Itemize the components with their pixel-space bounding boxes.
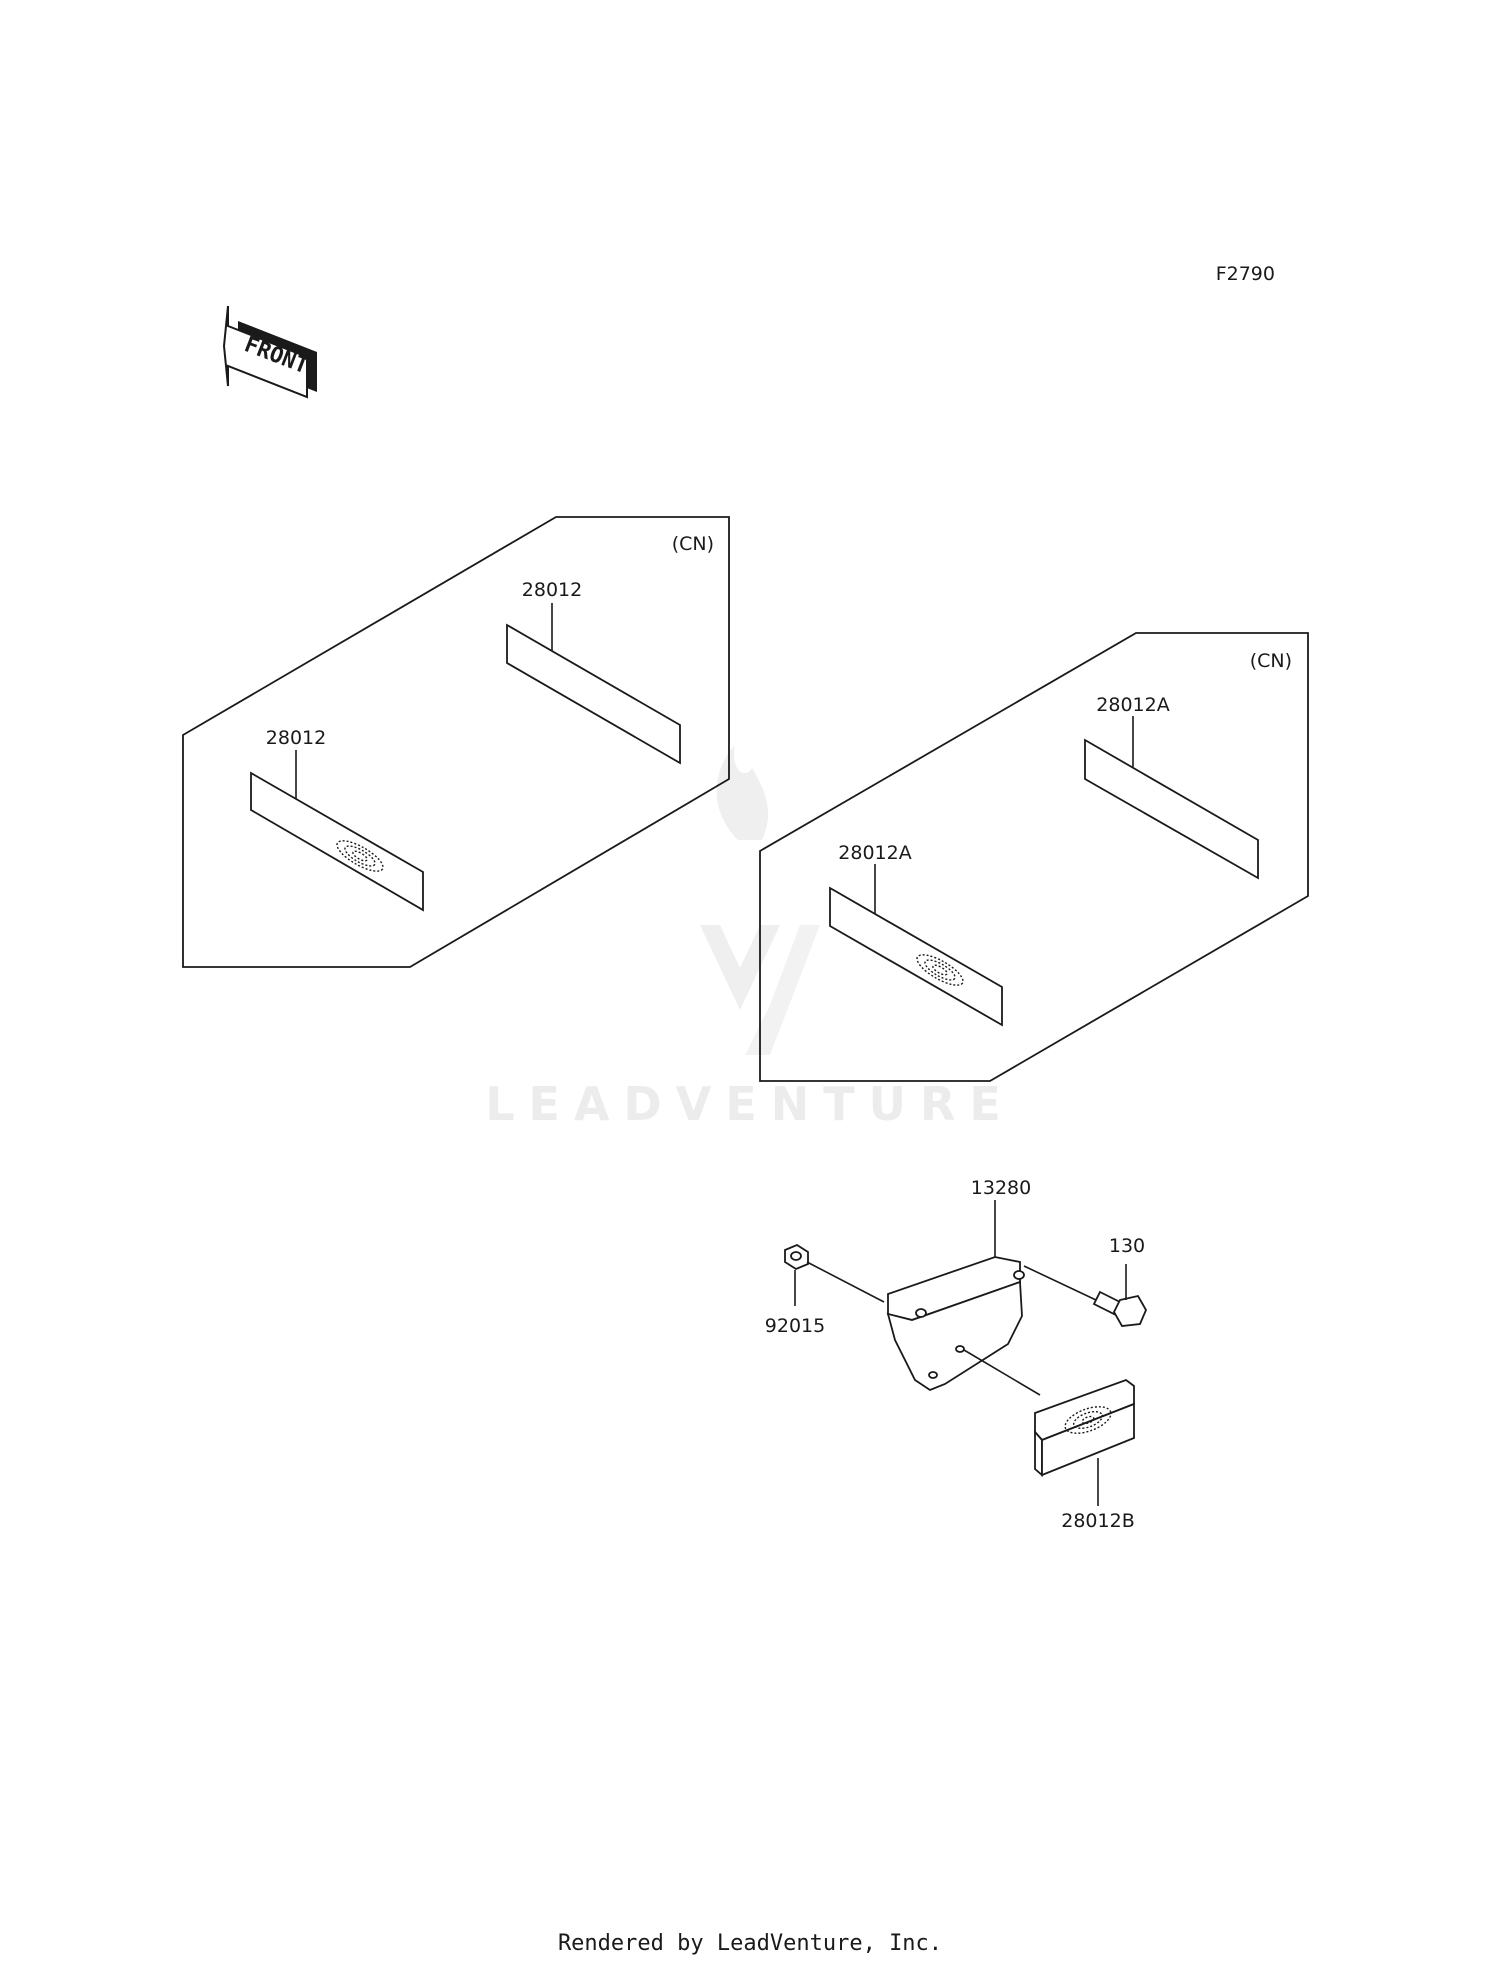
leadventure-watermark: LEADVENTURE <box>485 745 1015 1131</box>
part-label-92015: 92015 <box>765 1315 825 1337</box>
decal-group-2: (CN) 28012A 28012A <box>759 632 1309 1082</box>
part-label-28012-lower: 28012 <box>266 727 326 749</box>
group-2-outline <box>759 632 1309 1082</box>
decal-28012A-upper: 28012A <box>1084 694 1259 880</box>
bolt-130: 130 <box>1023 1235 1148 1327</box>
watermark-text: LEADVENTURE <box>485 1077 1015 1131</box>
decal-28012-upper: 28012 <box>506 579 681 765</box>
group-1-region-label: (CN) <box>672 533 714 555</box>
front-arrow-icon: FRONT <box>222 301 317 399</box>
group-2-region-label: (CN) <box>1250 650 1292 672</box>
part-label-28012-upper: 28012 <box>522 579 582 601</box>
part-label-28012A-upper: 28012A <box>1096 694 1169 716</box>
part-label-28012B: 28012B <box>1061 1510 1134 1532</box>
decal-group-1: (CN) 28012 28012 <box>182 516 730 968</box>
part-label-28012A-lower: 28012A <box>838 842 911 864</box>
decal-28012A-lower: 28012A <box>829 842 1003 1027</box>
bracket-13280: 13280 <box>886 1177 1031 1392</box>
group-1-outline <box>182 516 730 968</box>
part-label-13280: 13280 <box>971 1177 1031 1199</box>
reflector-pattern-icon <box>1064 1406 1112 1434</box>
decal-28012-lower: 28012 <box>250 727 424 912</box>
diagram-code: F2790 <box>1216 263 1275 285</box>
reflector-assembly: 13280 130 92015 <box>765 1177 1148 1532</box>
footer-credit: Rendered by LeadVenture, Inc. <box>558 1931 942 1956</box>
reflector-28012B: 28012B <box>963 1349 1135 1532</box>
nut-92015: 92015 <box>765 1243 885 1337</box>
part-label-130: 130 <box>1109 1235 1145 1257</box>
